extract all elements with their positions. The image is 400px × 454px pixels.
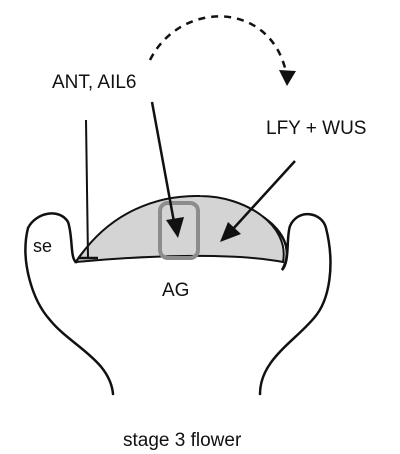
label-ant-ail6: ANT, AIL6 (52, 72, 137, 93)
label-ag: AG (162, 280, 189, 301)
caption: stage 3 flower (123, 430, 242, 451)
dashed-arrow-head (279, 70, 296, 86)
dashed-curved-arrow (150, 16, 286, 72)
label-sepal: se (33, 236, 52, 256)
repression-line (86, 120, 88, 258)
label-lfy-wus: LFY + WUS (266, 118, 366, 139)
